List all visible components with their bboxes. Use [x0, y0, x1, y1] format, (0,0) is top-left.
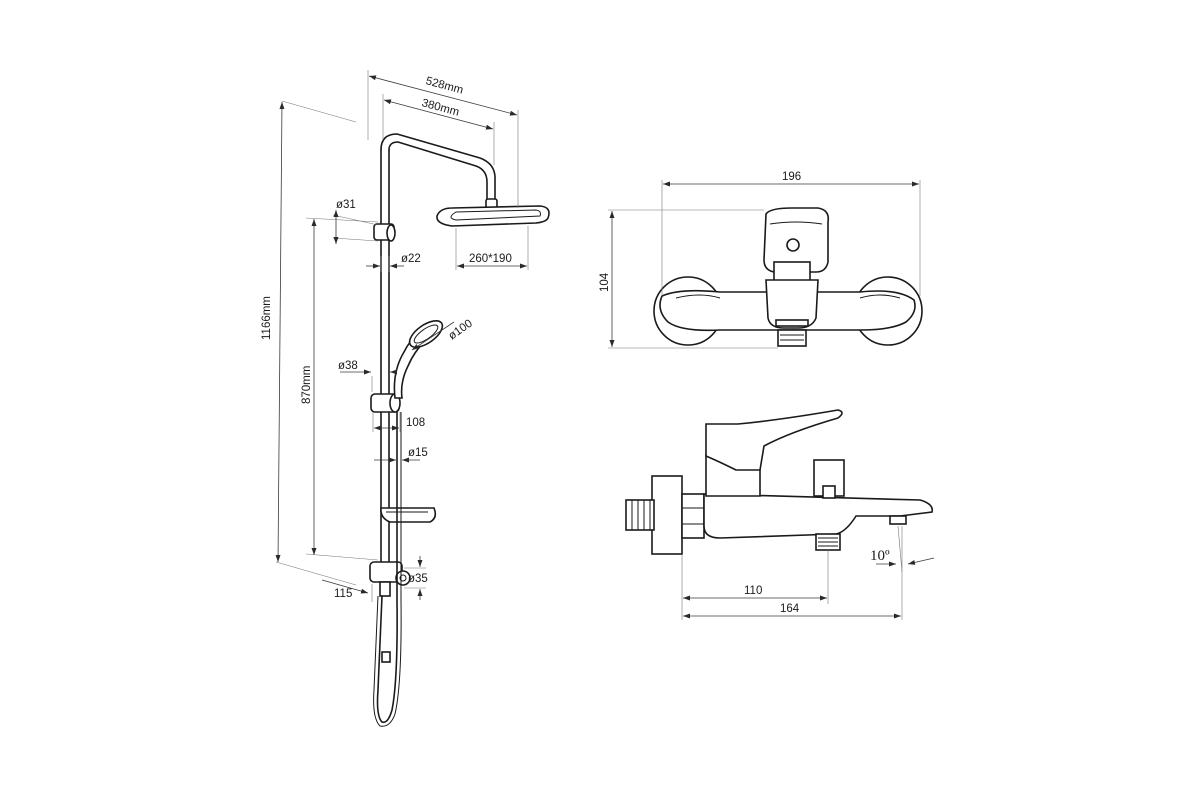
- rain-shower-head: [436, 205, 550, 227]
- soap-dish: [380, 507, 437, 523]
- mixer-front-view: 196 104: [599, 171, 923, 349]
- mixer-outlet-thread-front: [777, 329, 807, 347]
- label-slider-diameter: ø38: [338, 360, 358, 372]
- label-valve-diameter: ø35: [408, 573, 428, 585]
- label-hose-diameter: ø15: [408, 447, 428, 459]
- label-outlet-offset: 110: [744, 585, 762, 597]
- mixer-inlet-thread: [625, 499, 655, 531]
- label-height-overall: 1166mm: [261, 296, 273, 340]
- mixer-side-view: 110 164 10º: [625, 409, 935, 620]
- label-width-overall: 528mm: [424, 75, 464, 97]
- label-slider-depth: 108: [406, 417, 425, 429]
- label-valve-depth: 115: [334, 588, 352, 600]
- shower-column-drawing: 528mm 380mm 1166mm 870mm ø31 ø22 260*190…: [261, 70, 550, 727]
- mixer-spout-side: [703, 493, 934, 539]
- label-mixer-width: 196: [782, 171, 801, 183]
- label-pipe-diameter: ø22: [401, 253, 421, 265]
- label-head-size: 260*190: [469, 253, 512, 265]
- label-mixer-height: 104: [599, 272, 611, 292]
- label-spout-length: 164: [780, 603, 800, 615]
- label-bracket-diameter: ø31: [336, 199, 356, 211]
- label-hand-shower-diameter: ø100: [447, 318, 475, 343]
- label-arm-length: 380mm: [420, 97, 460, 119]
- mixer-lever-side: [705, 409, 843, 471]
- mixer-wall-flange: [651, 475, 683, 555]
- label-spout-angle: 10º: [870, 548, 890, 564]
- hand-shower-face: [408, 320, 444, 348]
- shower-hose: [376, 411, 398, 724]
- label-slide-rail-height: 870mm: [301, 366, 313, 404]
- mixer-aerator: [889, 515, 907, 525]
